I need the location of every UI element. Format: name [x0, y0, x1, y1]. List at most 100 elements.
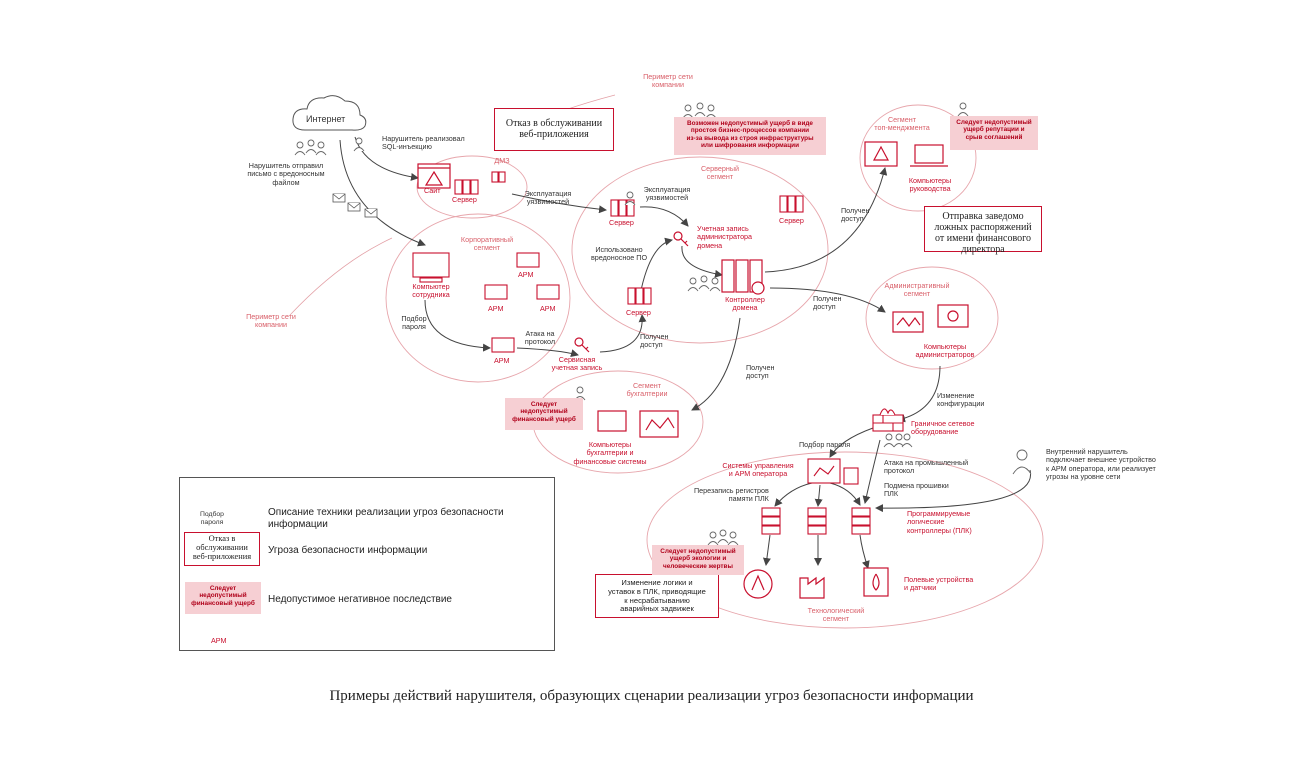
arrow-malware	[639, 237, 673, 296]
legend-node-sample: АРМ	[211, 636, 227, 645]
field-device-icon	[743, 567, 889, 599]
admin-circle	[865, 266, 999, 370]
legend-threat-desc: Угроза безопасности информации	[268, 545, 428, 556]
site-window-icon	[417, 163, 451, 189]
envelope-icon	[332, 193, 378, 218]
arrow-cs-plc2	[814, 484, 823, 507]
industrial-attack-label: Атака на промышленный протокол	[884, 458, 969, 476]
business-consequence: Возможен недопустимый ущерб в виде прост…	[674, 117, 826, 155]
arm-3-label: АРМ	[540, 304, 556, 313]
control-system-icon	[807, 458, 859, 485]
segment-circles	[385, 104, 1044, 629]
firewall-icon	[872, 408, 904, 432]
figure-caption: Примеры действий нарушителя, образующих …	[329, 688, 974, 704]
monitor-icon	[597, 141, 969, 438]
admin-pcs-label: Компьютеры администраторов	[915, 342, 975, 360]
legend-consequence-desc: Недопустимое негативное последствие	[268, 594, 452, 605]
control-systems-label: Системы управления и АРМ оператора	[722, 461, 794, 479]
registers-label: Перезапись регистров памяти ПЛК	[694, 486, 769, 504]
dmz-segment-label: ДМЗ	[494, 156, 510, 165]
arrow-exploit-2	[639, 206, 689, 227]
arrow-plc1-field	[762, 534, 771, 566]
corporate-segment-label: Корпоративный сегмент	[460, 235, 514, 253]
arrow-dc-accounting	[691, 317, 741, 411]
server-circle	[571, 156, 829, 344]
intruder-icon	[294, 102, 1032, 546]
reputation-consequence: Следует недопустимый ущерб репутации и с…	[950, 116, 1038, 150]
legend-technique-sample: Подбор пароля	[200, 511, 224, 527]
firmware-label: Подмена прошивки ПЛК	[884, 481, 949, 499]
access-3-label: Получен доступ	[813, 294, 842, 312]
cloud-icon	[292, 95, 367, 131]
perimeter-left-label: Периметр сети компании	[246, 312, 296, 330]
perimeter-top-label: Периметр сети компании	[643, 72, 693, 90]
domain-controller-label: Контроллер домена	[725, 295, 765, 313]
legend-threat-sample: Отказ в обслуживании веб-приложения	[184, 532, 260, 566]
protocol-attack-label: Атака на протокол	[524, 329, 556, 347]
key-icon	[574, 231, 689, 353]
malware-label: Использовано вредоносное ПО	[590, 245, 648, 263]
access-1-label: Получен доступ	[640, 332, 669, 350]
brute-2-label: Подбор пароля	[799, 440, 851, 449]
insider-label: Внутренний нарушитель подключает внешнее…	[1046, 447, 1156, 481]
plc-label: Программируемые логические контроллеры (…	[907, 509, 972, 535]
arrow-email	[339, 139, 426, 247]
arrow-plc3-field	[859, 534, 870, 569]
site-label: Сайт	[424, 186, 441, 195]
corporate-circle	[385, 213, 571, 383]
arrow-brute-2	[829, 427, 874, 458]
arrow-admin-to-dc	[681, 245, 723, 278]
plc-logic-threat-box: Изменение логики и уставок в ПЛК, привод…	[595, 574, 719, 618]
arrow-insider	[875, 469, 1032, 513]
dos-threat-box: Отказ в обслуживании веб-приложения	[494, 108, 614, 151]
arrow-brute-1	[424, 299, 491, 352]
arrow-border-plc	[862, 439, 881, 504]
server-icon	[454, 171, 804, 305]
employee-pc-label: Компьютер сотрудника	[412, 282, 450, 300]
arrow-dc-admin	[769, 287, 886, 313]
server-b-label: Сервер	[779, 216, 804, 225]
access-2-label: Получен доступ	[841, 206, 870, 224]
ecology-consequence: Следует недопустимый ущерб экологии и че…	[652, 545, 744, 575]
border-equipment-label: Граничное сетевое оборудование	[911, 419, 975, 437]
access-4-label: Получен доступ	[746, 363, 775, 381]
brute-1-label: Подбор пароля	[401, 314, 427, 332]
exploit-2-label: Эксплуатация уязвимостей	[643, 185, 691, 203]
legend-technique-desc: Описание техники реализации угроз безопа…	[268, 507, 504, 530]
legend: Подбор пароля Описание техники реализаци…	[179, 477, 555, 651]
financial-consequence: Следует недопустимый финансовый ущерб	[505, 398, 583, 430]
tech-circle	[646, 451, 1044, 629]
sql-action-label: Нарушитель реализовал SQL-инъекцию	[382, 134, 465, 152]
arrow-protocol	[516, 347, 579, 357]
field-devices-label: Полевые устройства и датчики	[904, 575, 974, 593]
arrow-exploit-1	[511, 193, 607, 214]
plc-icon	[761, 507, 871, 535]
arrow-cs-plc3	[829, 482, 861, 506]
top-mgmt-circle	[859, 104, 977, 212]
mgmt-pcs-label: Компьютеры руководства	[908, 176, 952, 194]
server-a-label: Сервер	[609, 218, 634, 227]
top-mgmt-segment-label: Сегмент топ-менджмента	[874, 115, 930, 133]
arrow-dc-mgmt	[764, 167, 888, 273]
arrow-admin-border	[897, 365, 941, 423]
dmz-circle	[416, 155, 528, 219]
arrow-cs-plc1	[774, 482, 813, 507]
computer-icon	[207, 252, 560, 634]
arm-4-label: АРМ	[494, 356, 510, 365]
domain-controller-icon	[721, 259, 765, 295]
accounting-pcs-label: Компьютеры бухгалтерии и финансовые сист…	[573, 440, 647, 466]
arrow-service-server	[599, 314, 647, 353]
server-c-label: Сервер	[626, 308, 651, 317]
email-action-label: Нарушитель отправил письмо с вредоносным…	[247, 161, 325, 187]
admin-segment-label: Административный сегмент	[884, 281, 950, 299]
false-orders-threat-box: Отправка заведомо ложных распоряжений от…	[924, 206, 1042, 255]
service-account-label: Сервисная учетная запись	[551, 355, 603, 373]
config-change-label: Изменение конфигурации	[937, 391, 985, 409]
tech-segment-label: Технологический сегмент	[807, 606, 865, 624]
dmz-server-label: Сервер	[452, 195, 477, 204]
exploit-1-label: Эксплуатация уязвимостей	[524, 189, 572, 207]
accounting-segment-label: Сегмент бухгалтерии	[626, 381, 668, 399]
server-segment-label: Серверный сегмент	[700, 164, 740, 182]
legend-consequence-sample: Следует недопустимый финансовый ущерб	[185, 582, 261, 614]
